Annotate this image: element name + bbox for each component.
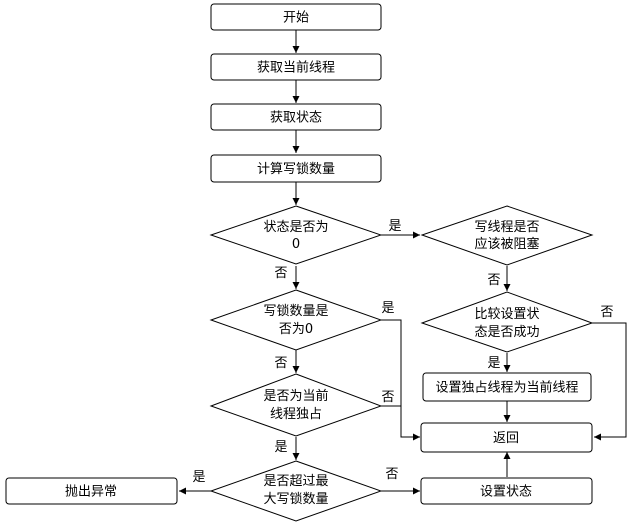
- label-cas-no: 否: [600, 305, 613, 320]
- decision-should-block-line2: 应该被阻塞: [474, 236, 539, 252]
- decision-state-is-zero-line2: 0: [292, 237, 300, 252]
- decision-cas-success: 比较设置状 态是否成功: [420, 291, 594, 353]
- decision-should-block: 写线程是否 应该被阻塞: [420, 205, 594, 266]
- decision-exceeds-max: 是否超过最 大写锁数量: [209, 460, 383, 522]
- label-exceeds-no: 否: [385, 467, 398, 482]
- edge-labels: 是 否 是 否 否 是 是 否 否 否 是: [192, 219, 613, 485]
- label-state-zero-no: 否: [274, 266, 287, 281]
- label-exceeds-yes: 是: [192, 470, 205, 485]
- node-get-state-label: 获取状态: [270, 111, 322, 126]
- node-return: 返回: [420, 422, 593, 453]
- node-get-thread: 获取当前线程: [210, 53, 382, 81]
- decision-exceeds-max-line2: 大写锁数量: [263, 491, 328, 507]
- decision-write-count-zero-line2: 否为0: [279, 322, 313, 337]
- node-set-owner: 设置独占线程为当前线程: [422, 372, 592, 402]
- node-set-state-label: 设置状态: [480, 485, 532, 500]
- connectors: [179, 30, 627, 495]
- label-cas-yes: 是: [487, 356, 500, 371]
- node-throw: 抛出异常: [5, 477, 178, 505]
- node-set-owner-label: 设置独占线程为当前线程: [435, 380, 578, 396]
- decision-exceeds-max-line1: 是否超过最: [263, 474, 328, 489]
- node-get-thread-label: 获取当前线程: [257, 60, 335, 76]
- decision-should-block-line1: 写线程是否: [474, 220, 539, 235]
- decision-exclusive-line2: 线程独占: [270, 407, 322, 422]
- decision-write-count-zero-line1: 写锁数量是: [263, 303, 328, 319]
- label-exclusive-yes: 是: [274, 440, 287, 455]
- node-set-state: 设置状态: [420, 477, 593, 505]
- decision-state-is-zero: 状态是否为 0: [209, 205, 383, 265]
- decision-exclusive-by-current: 是否为当前 线程独占: [209, 373, 383, 437]
- node-throw-label: 抛出异常: [65, 485, 117, 500]
- node-get-state: 获取状态: [210, 103, 382, 131]
- decision-state-is-zero-line1: 状态是否为: [263, 220, 328, 235]
- node-calc-write-count: 计算写锁数量: [210, 154, 382, 183]
- node-start-label: 开始: [283, 11, 309, 26]
- node-start: 开始: [210, 3, 382, 31]
- label-exclusive-no: 否: [381, 390, 394, 405]
- decision-cas-success-line1: 比较设置状: [474, 307, 539, 322]
- label-should-block-no: 否: [487, 273, 500, 288]
- label-write-count-zero-no: 否: [274, 356, 287, 371]
- node-return-label: 返回: [493, 431, 519, 446]
- decision-exclusive-line1: 是否为当前: [263, 388, 328, 404]
- node-calc-write-count-label: 计算写锁数量: [257, 161, 335, 177]
- decision-write-count-zero: 写锁数量是 否为0: [209, 289, 383, 351]
- edge-write-count-zero-yes: [381, 319, 420, 441]
- decision-cas-success-line2: 态是否成功: [474, 325, 539, 340]
- edge-cas-no: [592, 322, 627, 441]
- label-write-count-zero-yes: 是: [381, 301, 394, 316]
- label-state-zero-yes: 是: [388, 219, 401, 234]
